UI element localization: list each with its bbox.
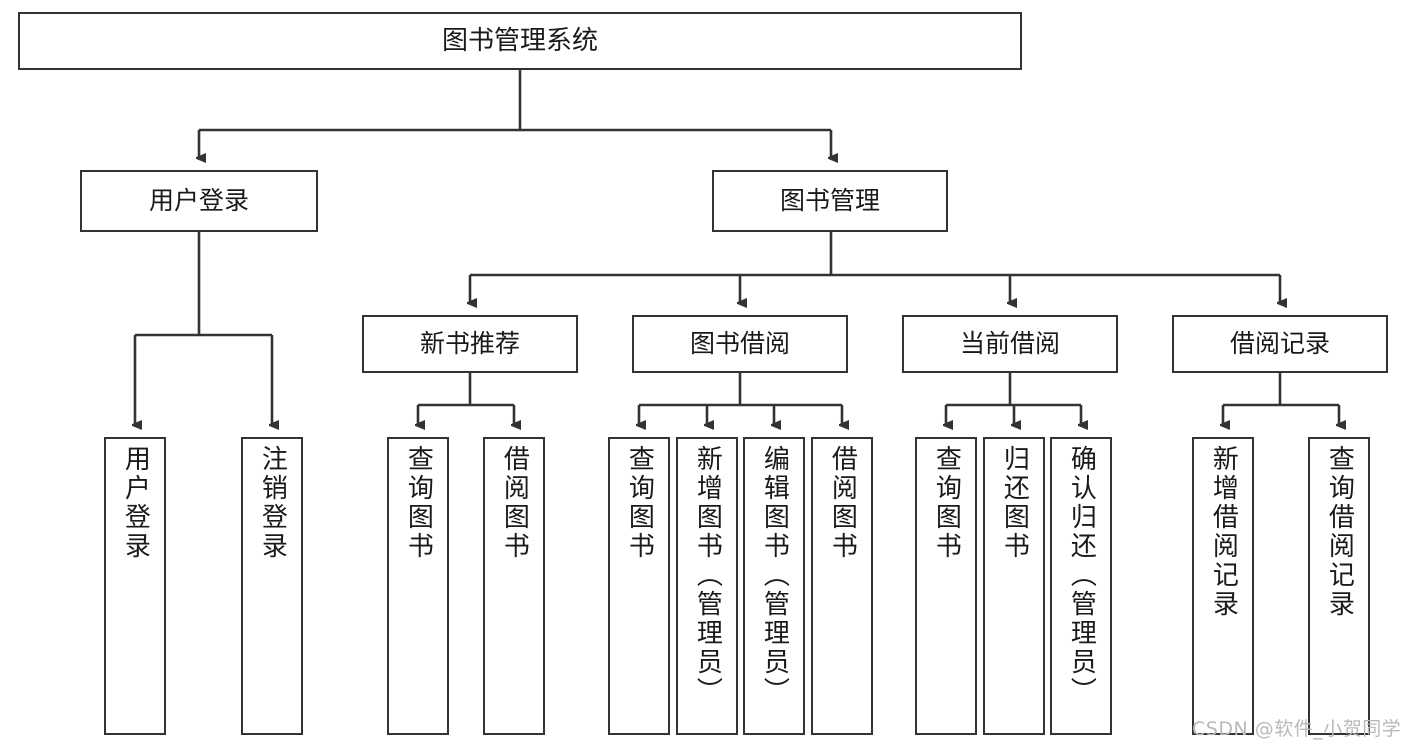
- leaf-node[interactable]: 借阅图书: [811, 437, 873, 735]
- node-borrow-records[interactable]: 借阅记录: [1172, 315, 1388, 373]
- leaf-node[interactable]: 注销登录: [241, 437, 303, 735]
- node-new-book-recommend-label: 新书推荐: [419, 329, 520, 359]
- leaf-node[interactable]: 借阅图书: [483, 437, 545, 735]
- node-current-borrow-label: 当前借阅: [959, 329, 1060, 359]
- node-user-login[interactable]: 用户登录: [80, 170, 318, 232]
- leaf-node[interactable]: 查询图书: [608, 437, 670, 735]
- node-root-label: 图书管理系统: [441, 25, 598, 56]
- leaf-node[interactable]: 归还图书: [983, 437, 1045, 735]
- leaf-node-label: 确认归还（管理员）: [1066, 445, 1097, 706]
- node-current-borrow[interactable]: 当前借阅: [902, 315, 1118, 373]
- leaf-node-label: 借阅图书: [499, 445, 530, 561]
- leaf-node-label: 新增借阅记录: [1208, 445, 1239, 619]
- leaf-node-label: 查询借阅记录: [1324, 445, 1355, 619]
- leaf-node[interactable]: 查询图书: [915, 437, 977, 735]
- node-book-management[interactable]: 图书管理: [712, 170, 948, 232]
- leaf-node-label: 查询图书: [624, 445, 655, 561]
- leaf-node[interactable]: 查询图书: [387, 437, 449, 735]
- leaf-node-label: 查询图书: [403, 445, 434, 561]
- leaf-node-label: 用户登录: [120, 445, 151, 561]
- node-book-borrow[interactable]: 图书借阅: [632, 315, 848, 373]
- node-new-book-recommend[interactable]: 新书推荐: [362, 315, 578, 373]
- node-borrow-records-label: 借阅记录: [1229, 329, 1330, 359]
- leaf-node[interactable]: 新增借阅记录: [1192, 437, 1254, 735]
- leaf-node-label: 归还图书: [999, 445, 1030, 561]
- leaf-node[interactable]: 新增图书（管理员）: [676, 437, 738, 735]
- node-book-borrow-label: 图书借阅: [689, 329, 790, 359]
- leaf-node-label: 借阅图书: [827, 445, 858, 561]
- leaf-node[interactable]: 查询借阅记录: [1308, 437, 1370, 735]
- node-root[interactable]: 图书管理系统: [18, 12, 1022, 70]
- node-user-login-label: 用户登录: [148, 186, 249, 216]
- node-book-management-label: 图书管理: [779, 186, 880, 216]
- leaf-node[interactable]: 用户登录: [104, 437, 166, 735]
- csdn-watermark: CSDN @软件_小贺同学: [1192, 718, 1402, 740]
- leaf-node-label: 编辑图书（管理员）: [759, 445, 790, 706]
- leaf-node-label: 注销登录: [257, 445, 288, 561]
- leaf-node[interactable]: 确认归还（管理员）: [1050, 437, 1112, 735]
- leaf-node-label: 新增图书（管理员）: [692, 445, 723, 706]
- leaf-node[interactable]: 编辑图书（管理员）: [743, 437, 805, 735]
- leaf-node-label: 查询图书: [931, 445, 962, 561]
